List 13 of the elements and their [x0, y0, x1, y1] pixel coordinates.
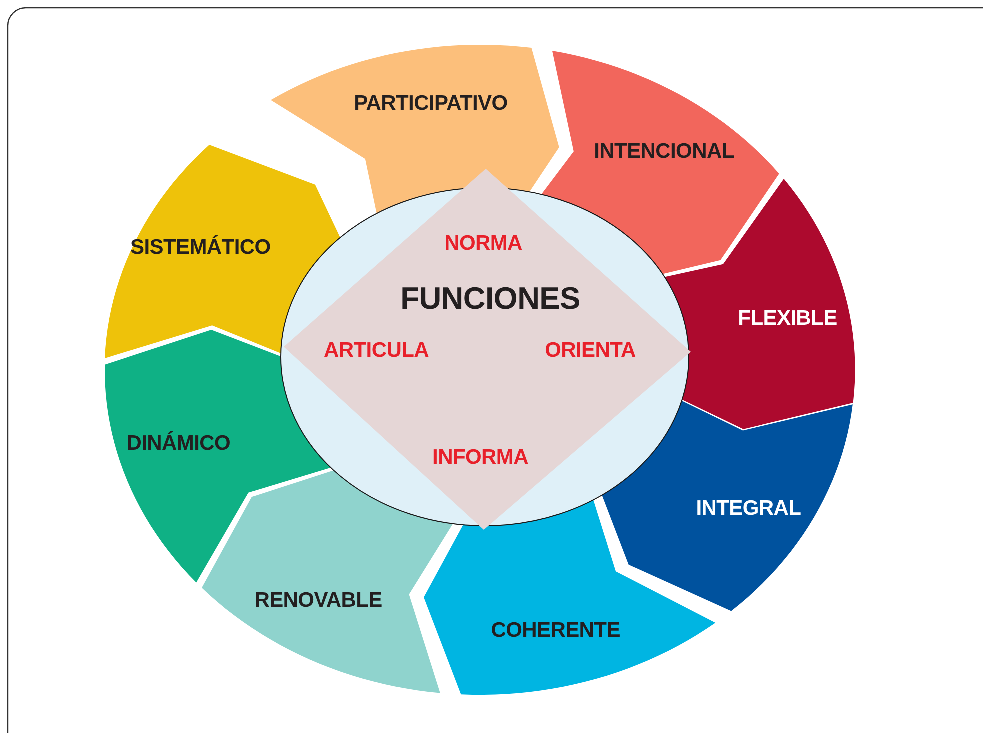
segment-label: INTEGRAL — [696, 496, 802, 521]
function-label: NORMA — [444, 232, 522, 256]
function-label: ORIENTA — [545, 338, 636, 362]
function-label: INFORMA — [432, 446, 528, 470]
segment-label: FLEXIBLE — [738, 306, 838, 331]
segment-label: RENOVABLE — [254, 589, 382, 613]
segment-label: DINÁMICO — [126, 432, 230, 456]
diamond-title: FUNCIONES — [400, 280, 580, 316]
segment-label: PARTICIPATIVO — [354, 92, 508, 116]
segment-label: COHERENTE — [491, 619, 620, 644]
segment-label: SISTEMÁTICO — [130, 236, 271, 260]
segment-label: INTENCIONAL — [594, 140, 734, 164]
function-label: ARTICULA — [324, 338, 429, 362]
